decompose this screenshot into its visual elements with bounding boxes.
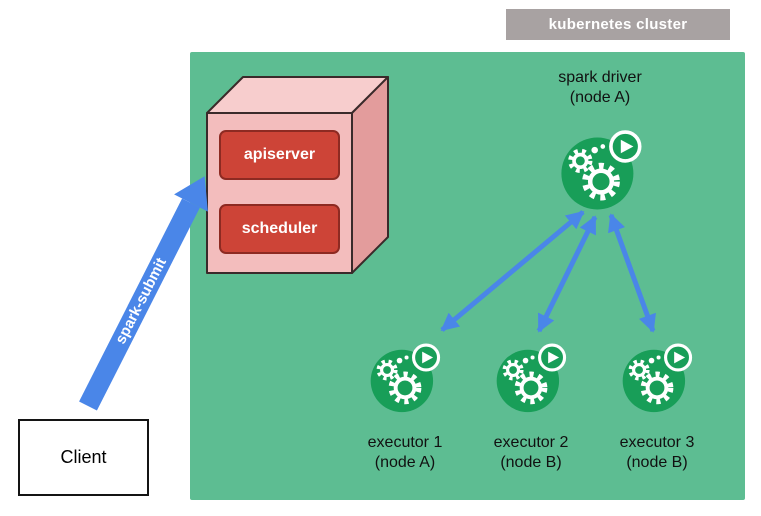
- spark-driver-label: spark driver (node A): [520, 68, 680, 108]
- executor1-title: executor 1: [367, 434, 443, 451]
- executor2-title: executor 2: [493, 434, 569, 451]
- executor1-pod-icon: [366, 338, 444, 416]
- executor3-title: executor 3: [619, 434, 695, 451]
- executor1-node: (node A): [374, 454, 436, 471]
- executor2-node: (node B): [500, 454, 562, 471]
- scheduler-box: scheduler: [219, 204, 340, 254]
- spark-submit-label: spark-submit: [112, 255, 170, 347]
- executor2-label: executor 2 (node B): [469, 433, 593, 473]
- spark-driver-node: (node A): [569, 89, 631, 106]
- executor1-label: executor 1 (node A): [343, 433, 467, 473]
- apiserver-box: apiserver: [219, 130, 340, 180]
- spark-driver-pod-icon: [556, 124, 646, 214]
- executor3-node: (node B): [626, 454, 688, 471]
- spark-driver-title: spark driver: [558, 69, 642, 86]
- kubernetes-cluster-label: kubernetes cluster: [506, 9, 730, 40]
- executor3-pod-icon: [618, 338, 696, 416]
- executor3-label: executor 3 (node B): [595, 433, 719, 473]
- executor2-pod-icon: [492, 338, 570, 416]
- client-box: Client: [18, 419, 149, 496]
